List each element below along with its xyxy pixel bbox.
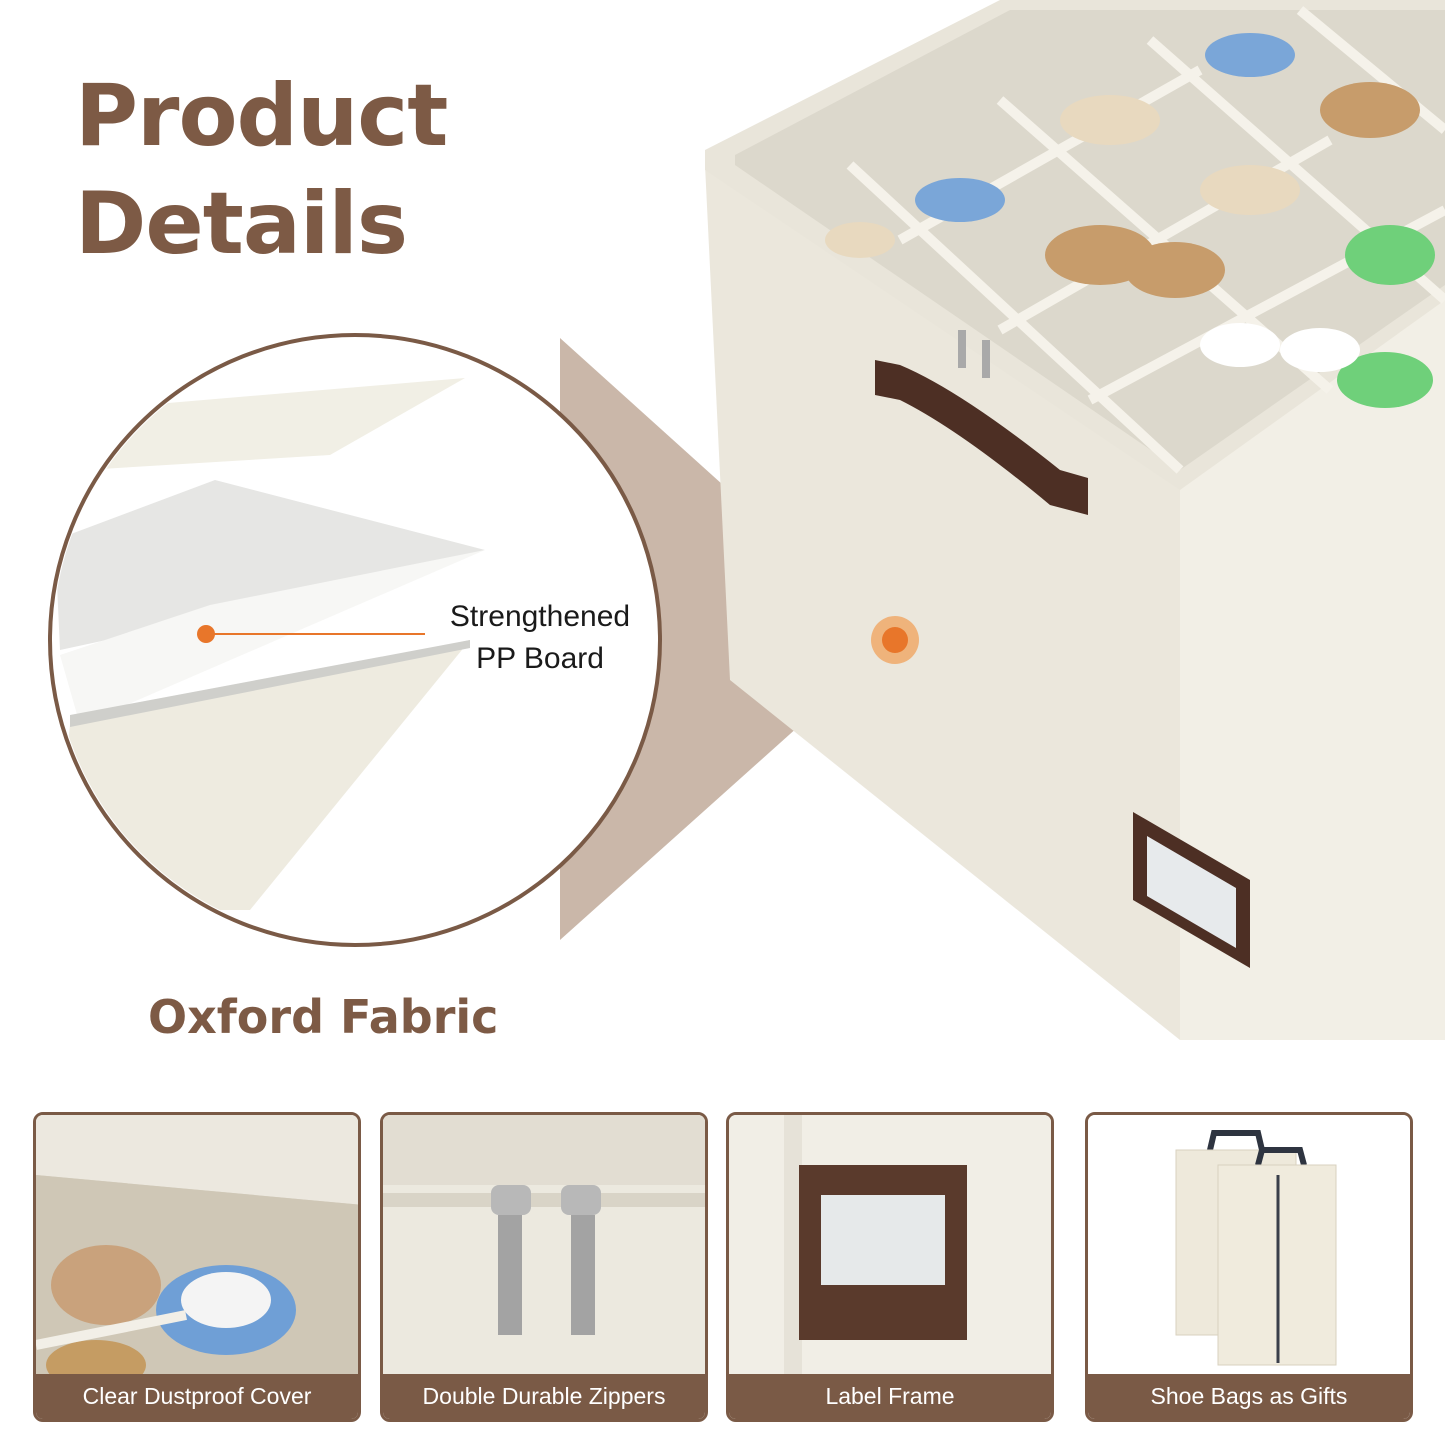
fabric-layers xyxy=(55,378,485,910)
hotspot-dot xyxy=(882,627,908,653)
pointer-dot xyxy=(197,625,215,643)
label-frame-caption: Label Frame xyxy=(729,1374,1051,1419)
zoom-cone xyxy=(560,338,895,940)
pp-board-label: Strengthened PP Board xyxy=(430,596,650,680)
dustproof-cover-caption: Clear Dustproof Cover xyxy=(36,1374,358,1419)
title-line-2: Details xyxy=(75,174,408,274)
shoe-bags-caption: Shoe Bags as Gifts xyxy=(1088,1374,1410,1419)
title-line-1: Product xyxy=(75,66,448,166)
product-illustration xyxy=(48,0,1445,1040)
oxford-fabric-label: Oxford Fabric xyxy=(148,990,499,1044)
feature-card-shoe-bags: Shoe Bags as Gifts xyxy=(1085,1112,1413,1422)
shoe-bags-image xyxy=(1088,1115,1410,1419)
label-frame-image xyxy=(729,1115,1051,1419)
pp-board-label-line-2: PP Board xyxy=(476,642,604,675)
page-title: Product Details xyxy=(75,62,448,278)
feature-card-zippers: Double Durable Zippers xyxy=(380,1112,708,1422)
storage-box xyxy=(705,0,1445,1040)
zippers-image xyxy=(383,1115,705,1419)
feature-card-label-frame: Label Frame xyxy=(726,1112,1054,1422)
dustproof-cover-image xyxy=(36,1115,358,1419)
pp-board-label-line-1: Strengthened xyxy=(449,600,631,633)
zippers-caption: Double Durable Zippers xyxy=(383,1374,705,1419)
feature-card-dustproof-cover: Clear Dustproof Cover xyxy=(33,1112,361,1422)
